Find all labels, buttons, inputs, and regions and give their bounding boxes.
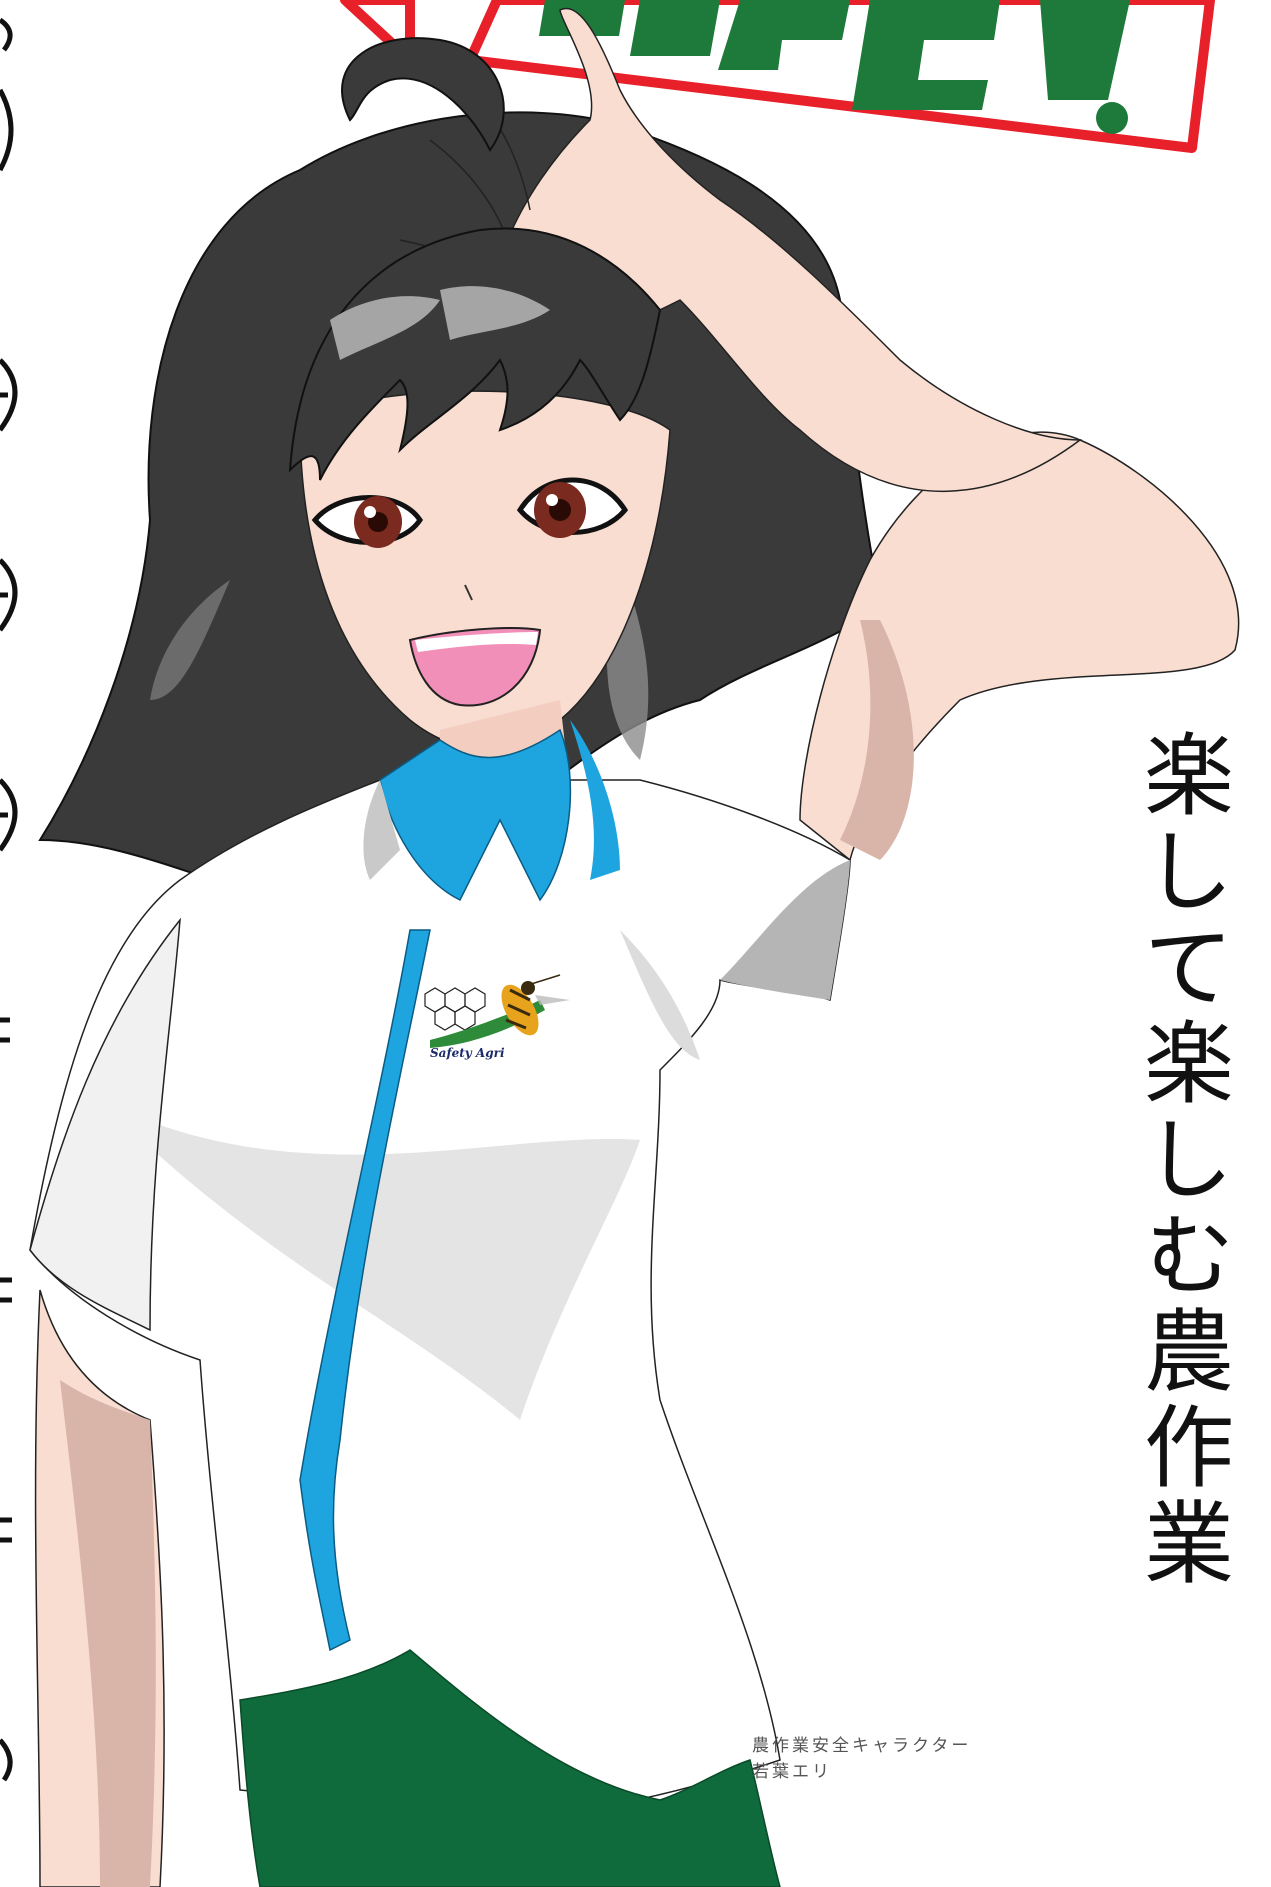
- hair-bangs: [288, 227, 662, 481]
- banner: [340, 0, 1215, 153]
- left-margin-text-fragments: [0, 17, 18, 1782]
- caption-role: 農作業安全キャラクター: [752, 1736, 972, 1756]
- hornet-icon: [501, 974, 570, 1036]
- collar: [379, 728, 572, 902]
- eye-right: [516, 477, 629, 538]
- eye-left: [311, 495, 424, 548]
- caption-name: 若葉エリ: [752, 1762, 832, 1782]
- skirt: [239, 1649, 781, 1887]
- tagline-vertical: 楽して楽しむ農作業: [1128, 728, 1233, 1592]
- hair-ahoge: [341, 37, 505, 152]
- placket: [299, 929, 431, 1652]
- character-caption: 農作業安全キャラクター 若葉エリ: [752, 1733, 971, 1785]
- honeycomb-icon: [424, 987, 486, 1031]
- logo-text: Safety Agri: [430, 1046, 505, 1060]
- safety-agri-logo: Safety Agri: [424, 974, 570, 1060]
- hand: [497, 7, 1083, 493]
